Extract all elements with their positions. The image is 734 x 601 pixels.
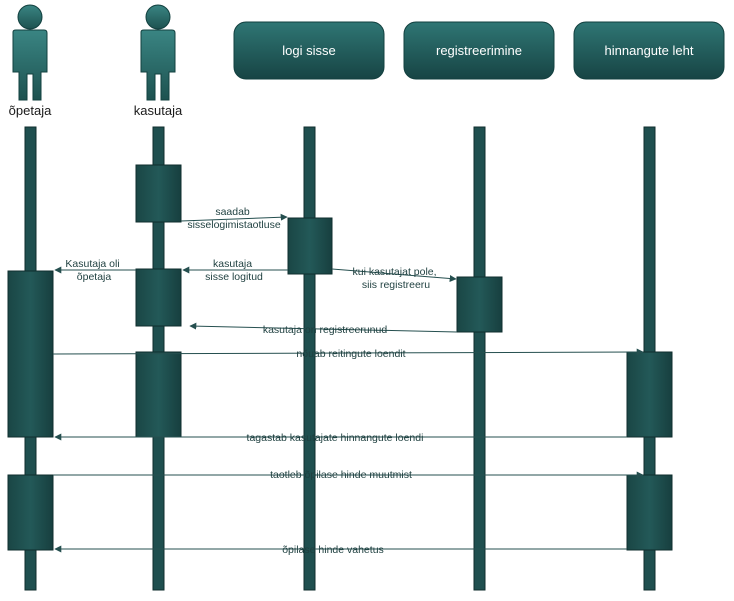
activation-opetaja-1 xyxy=(7,270,54,438)
message-label: taotleb õpilase hinde muutmist xyxy=(270,469,412,481)
person-icon xyxy=(12,4,48,101)
component-label-logi: logi sisse xyxy=(282,43,335,58)
activation-kasutaja-1 xyxy=(135,164,182,223)
activations xyxy=(7,164,673,551)
actor-label-opetaja: õpetaja xyxy=(9,103,52,118)
message-label: kui kasutajat pole, siis registreeru xyxy=(353,266,440,291)
component-label-hinn: hinnangute leht xyxy=(605,43,694,58)
message-arrow xyxy=(189,322,458,333)
activation-reg-1 xyxy=(456,276,503,333)
component-logi-sisse: logi sisse xyxy=(233,21,385,80)
activation-hinn-2 xyxy=(626,474,673,551)
message-label: õpilase hinde vahetus xyxy=(282,544,384,556)
message-arrow xyxy=(331,268,457,282)
message-label: kasutaja on registreerunud xyxy=(263,324,387,336)
actor-kasutaja: kasutaja xyxy=(134,4,183,118)
message-label: saadab sisselogimistaotluse xyxy=(187,206,281,231)
activation-kasutaja-3 xyxy=(135,351,182,438)
message-arrow xyxy=(180,213,288,222)
actor-label-kasutaja: kasutaja xyxy=(134,103,183,118)
activation-opetaja-2 xyxy=(7,474,54,551)
message-arrow xyxy=(52,348,644,356)
lifeline-reg xyxy=(473,126,486,591)
messages: saadab sisselogimistaotluse kasutaja sis… xyxy=(52,206,644,556)
message-label: kasutaja sisse logitud xyxy=(205,258,263,283)
message-label: nõuab reitingute loendit xyxy=(296,348,405,360)
message-label: tagastab kasutajate hinnangute loendi xyxy=(247,432,424,444)
activation-logi-1 xyxy=(287,217,333,275)
activation-hinn-1 xyxy=(626,351,673,438)
component-label-reg: registreerimine xyxy=(436,43,522,58)
person-icon xyxy=(140,4,176,101)
activation-kasutaja-2 xyxy=(135,268,182,327)
component-registreerimine: registreerimine xyxy=(403,21,555,80)
lifeline-logi xyxy=(303,126,316,591)
message-label: Kasutaja oli õpetaja xyxy=(65,258,122,283)
component-hinnangute-leht: hinnangute leht xyxy=(573,21,725,80)
actor-opetaja: õpetaja xyxy=(9,4,52,118)
